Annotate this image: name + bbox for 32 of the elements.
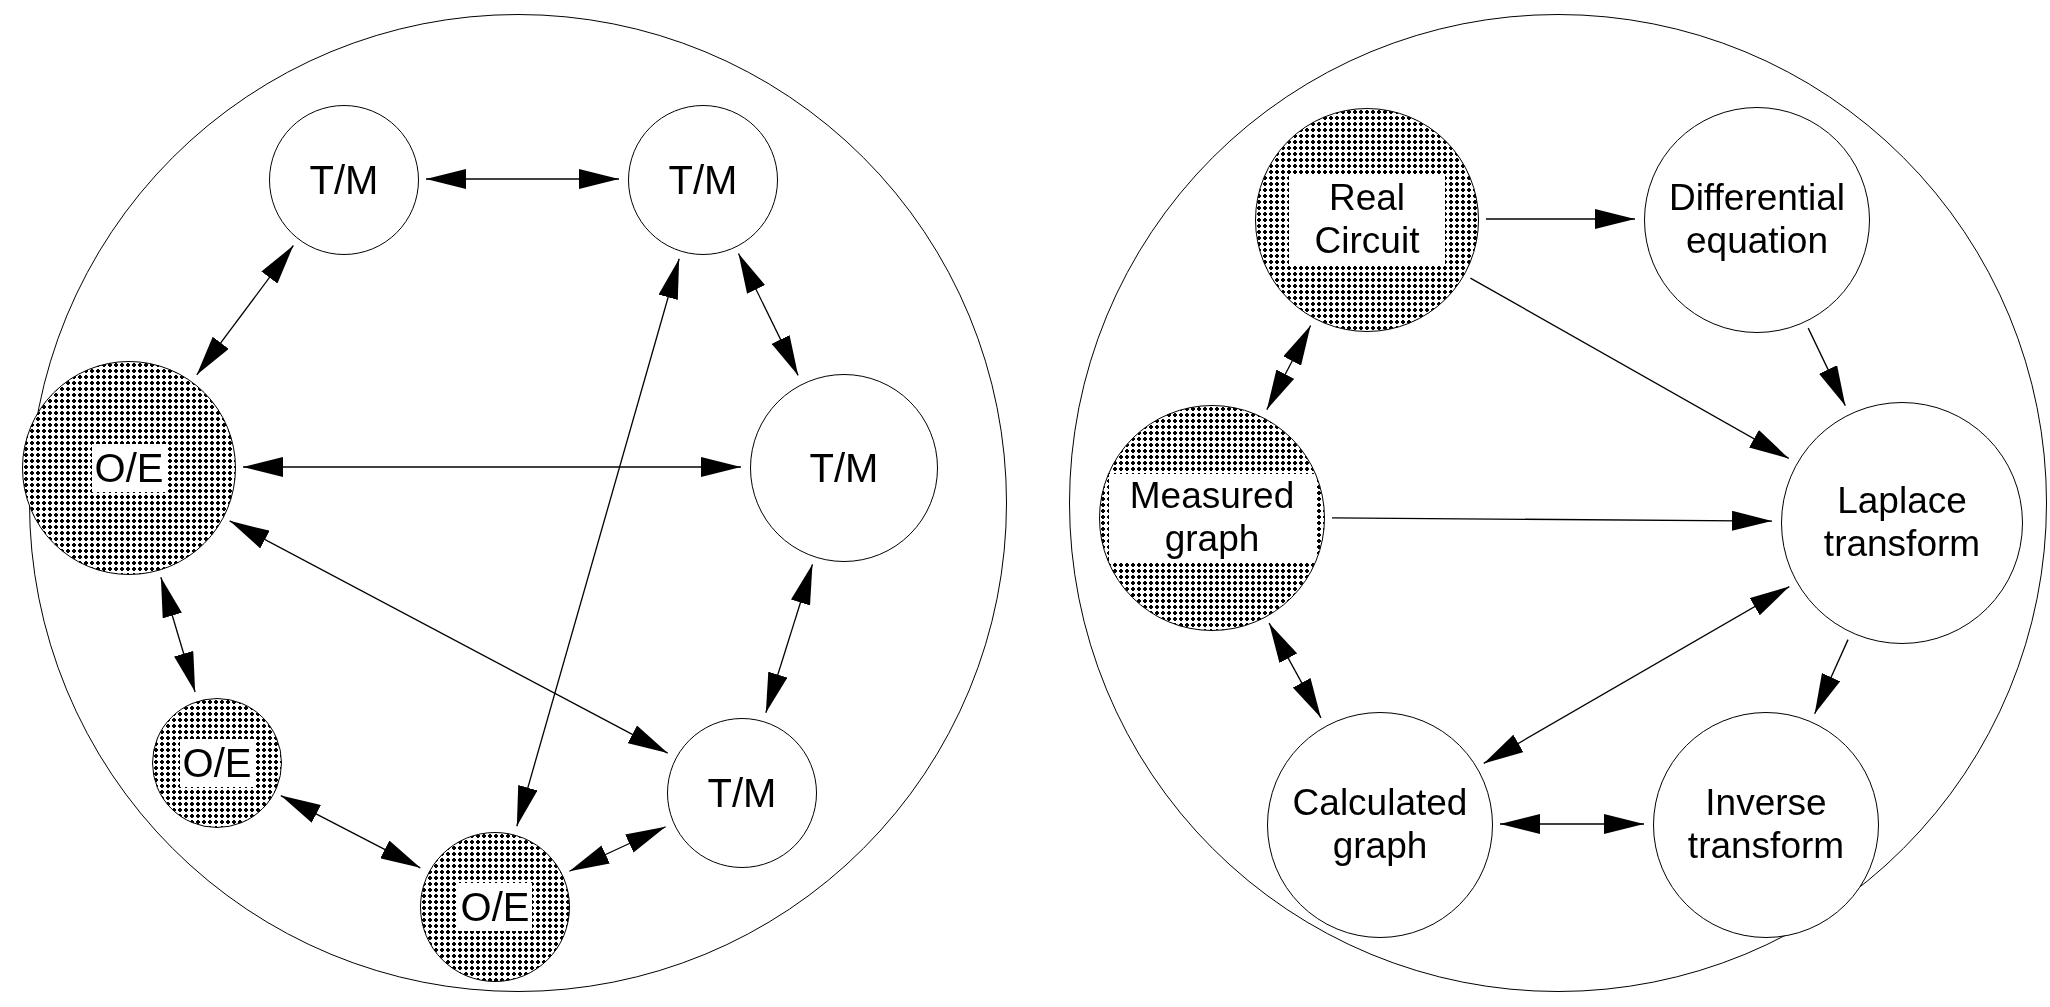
arrow — [1485, 209, 1636, 229]
node-label: T/M — [668, 157, 738, 203]
node-label: Inverse transform — [1686, 782, 1846, 868]
arrow — [1807, 327, 1846, 407]
arrow — [196, 244, 294, 376]
arrow — [765, 563, 814, 714]
arrow — [160, 576, 196, 693]
arrow — [1469, 277, 1790, 460]
arrow — [228, 520, 669, 754]
arrow — [1499, 814, 1645, 834]
arrow — [1268, 622, 1322, 719]
arrow — [280, 794, 421, 869]
arrow — [1483, 585, 1790, 765]
arrow — [737, 252, 799, 377]
node-label: Real Circuit — [1289, 176, 1445, 264]
arrow — [242, 457, 742, 477]
arrow — [425, 169, 620, 189]
node-label: Differential equation — [1667, 177, 1847, 263]
arrow — [1331, 510, 1773, 531]
node-label: O/E — [457, 883, 533, 931]
node-label: T/M — [309, 157, 379, 203]
node-label: Measured graph — [1109, 474, 1315, 562]
node-label: O/E — [179, 739, 255, 787]
node-label: T/M — [707, 770, 777, 816]
arrow — [568, 826, 667, 872]
node-label: T/M — [809, 445, 879, 491]
node-label: Laplace transform — [1822, 480, 1982, 566]
node-label: O/E — [91, 444, 167, 492]
arrow — [516, 258, 680, 827]
arrow — [1814, 638, 1849, 715]
arrow — [1266, 324, 1312, 411]
node-label: Calculated graph — [1291, 782, 1469, 868]
